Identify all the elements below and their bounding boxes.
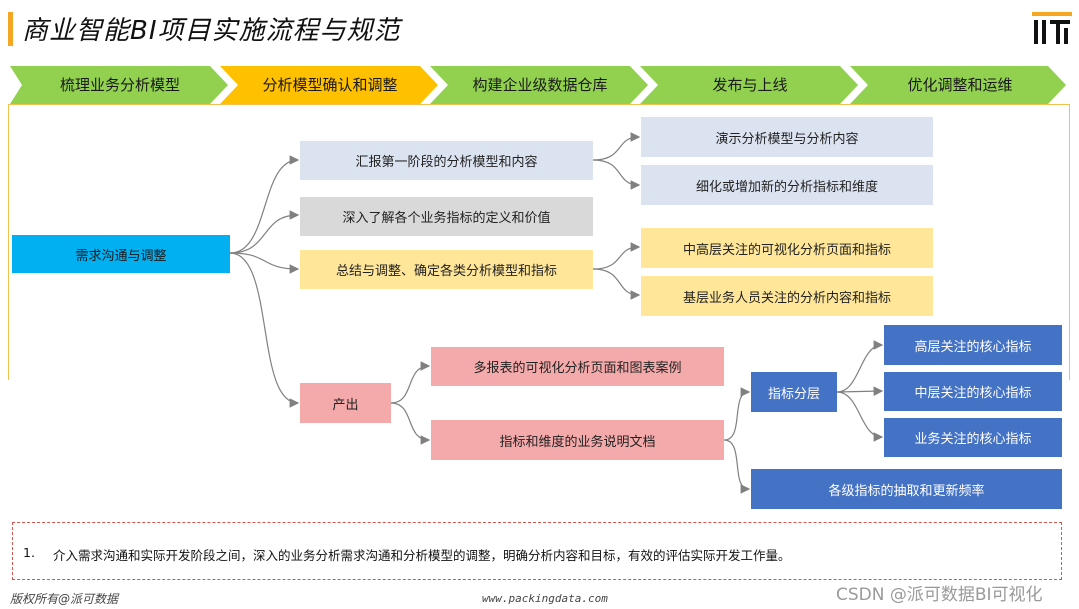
step-2-label: 分析模型确认和调整 (262, 76, 398, 94)
connector-root-summarize (229, 252, 300, 274)
note-text: 介入需求沟通和实际开发阶段之间，深入的业务分析需求沟通和分析模型的调整，明确分析… (53, 548, 791, 563)
pages-node: 多报表的可视化分析页面和图表案例 (431, 347, 724, 386)
csdn-watermark: CSDN @派可数据BI可视化 (836, 585, 1043, 605)
step-4-chevron (640, 66, 858, 104)
page-title: 商业智能BI项目实施流程与规范 (22, 16, 401, 46)
summarize-node: 总结与调整、确定各类分析模型和指标 (300, 250, 593, 289)
connector-output-pages (390, 361, 431, 404)
frame-right-line (1069, 105, 1070, 380)
business-metrics-node: 业务关注的核心指标 (884, 418, 1062, 457)
report-node: 汇报第一阶段的分析模型和内容 (300, 141, 593, 180)
step-1-chevron (10, 66, 228, 104)
connector-report-demo (592, 132, 641, 161)
step-3-chevron (430, 66, 648, 104)
connector-layer-business (836, 391, 884, 442)
middle-metrics-node: 中层关注的核心指标 (884, 372, 1062, 411)
process-steps (10, 66, 1066, 104)
connector-output-docs (390, 402, 431, 445)
connector-root-report (229, 155, 300, 254)
root-node: 需求沟通与调整 (12, 235, 230, 273)
website-url: www.packingdata.com (482, 592, 608, 605)
copyright-text: 版权所有@派可数据 (10, 592, 119, 606)
frequency-node: 各级指标的抽取和更新频率 (751, 469, 1062, 509)
layer-node: 指标分层 (751, 372, 837, 412)
note-box: 1. 介入需求沟通和实际开发阶段之间，深入的业务分析需求沟通和分析模型的调整，明… (12, 522, 1062, 580)
refine-node: 细化或增加新的分析指标和维度 (641, 165, 933, 205)
connector-root-output (229, 252, 300, 408)
title-accent-bar (8, 12, 13, 46)
note-number: 1. (23, 545, 35, 560)
understand-node: 深入了解各个业务指标的定义和价值 (300, 197, 593, 236)
top-metrics-node: 高层关注的核心指标 (884, 325, 1062, 365)
frame-left-line (8, 105, 9, 380)
step-3-label: 构建企业级数据仓库 (472, 76, 608, 94)
step-2-chevron (220, 66, 438, 104)
demo-node: 演示分析模型与分析内容 (641, 117, 933, 157)
connector-docs-layer (723, 387, 751, 441)
connector-summarize-base (592, 268, 641, 300)
step-5-chevron (850, 66, 1066, 104)
connector-layer-top (836, 340, 884, 393)
connector-docs-frequency (723, 439, 751, 494)
connector-summarize-midhigh (592, 242, 641, 270)
frame-top-line (8, 104, 1070, 105)
connector-root-understand (229, 210, 300, 254)
output-node: 产出 (300, 383, 391, 423)
step-5-label: 优化调整和运维 (907, 76, 1013, 94)
base-node: 基层业务人员关注的分析内容和指标 (641, 276, 933, 316)
connector-layer-middle (836, 386, 884, 396)
mid-high-node: 中高层关注的可视化分析页面和指标 (641, 228, 933, 268)
docs-node: 指标和维度的业务说明文档 (431, 420, 724, 460)
connector-report-refine (592, 159, 641, 190)
step-4-label: 发布与上线 (712, 76, 788, 94)
step-1-label: 梳理业务分析模型 (59, 76, 180, 94)
pai-logo-icon (1032, 12, 1072, 44)
